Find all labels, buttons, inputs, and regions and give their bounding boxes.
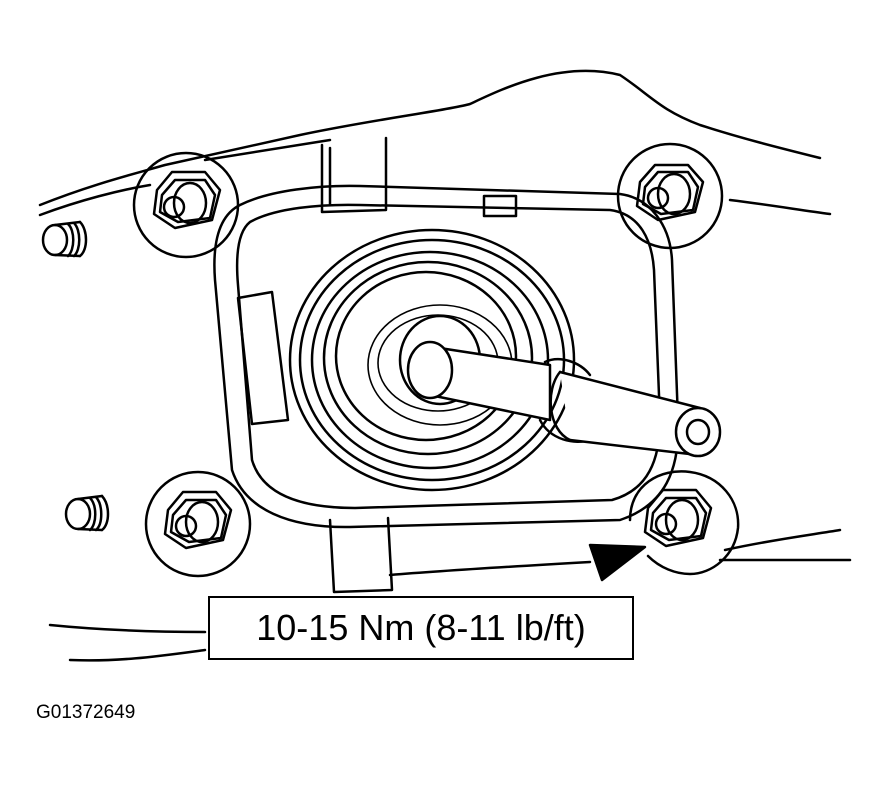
mounting-nut-bottom-right [628,470,740,576]
mounting-nut-top-right [616,142,724,250]
left-lower-stud [64,494,110,532]
floor-panel-outline [38,69,852,662]
left-upper-stud [41,220,88,258]
figure-id-label: G01372649 [36,702,136,723]
shift-lever-shaft [398,314,722,458]
mounting-nut-bottom-left [144,470,252,578]
torque-spec-label: 10-15 Nm (8-11 lb/ft) [208,596,634,660]
shifter-housing-plate [213,136,680,594]
arrow-pointer-icon [588,543,647,582]
mounting-nut-top-left [132,151,240,259]
